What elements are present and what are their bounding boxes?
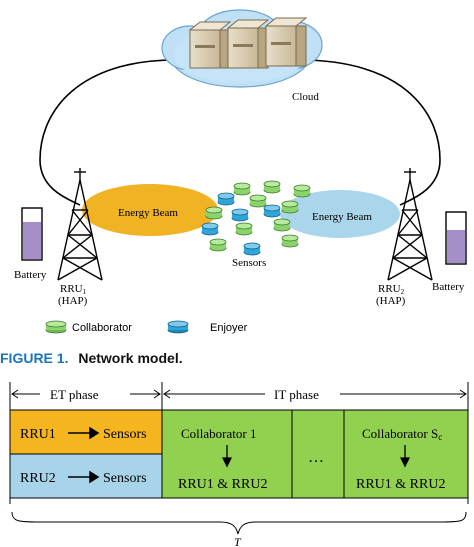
enjoyer-sensor-icon bbox=[243, 242, 261, 256]
collaborator-sensor-icon bbox=[273, 218, 291, 232]
period-label: T bbox=[234, 535, 242, 547]
right-arrow-icon bbox=[68, 426, 100, 440]
legend-enjoyer-label: Enjoyer bbox=[210, 322, 248, 334]
legend-collaborator-label: Collaborator bbox=[72, 322, 132, 334]
enjoyer-sensor-icon bbox=[263, 204, 281, 218]
energy-beam-right-label: Energy Beam bbox=[312, 211, 372, 223]
battery-left-label: Battery bbox=[14, 269, 47, 281]
enjoyer-legend-icon bbox=[167, 320, 189, 334]
rru2-label: RRU2 bbox=[378, 283, 405, 296]
collaborator-sensor-icon bbox=[293, 184, 311, 198]
collabS-cell bbox=[343, 409, 469, 499]
it-phase-arrow bbox=[163, 389, 467, 399]
collaborator-sensor-icon bbox=[281, 234, 299, 248]
collaborator-sensor-icon bbox=[263, 180, 281, 194]
server-icon bbox=[264, 17, 308, 67]
collab1-dest: RRU1 & RRU2 bbox=[178, 477, 267, 492]
battery-icon bbox=[21, 207, 43, 261]
collab1-label: Collaborator 1 bbox=[181, 426, 256, 441]
collaborator-legend-icon bbox=[45, 320, 67, 334]
link-right-curve bbox=[299, 59, 441, 206]
tower-icon bbox=[387, 168, 433, 281]
down-arrow-icon bbox=[221, 445, 233, 468]
ellipsis-cell bbox=[291, 409, 345, 499]
right-arrow-icon bbox=[68, 470, 100, 484]
server-icon bbox=[226, 19, 270, 69]
sensors-label: Sensors bbox=[232, 257, 266, 269]
et-phase-arrow bbox=[11, 389, 161, 399]
down-arrow-icon bbox=[399, 445, 411, 468]
collabS-label: Collaborator Sc bbox=[362, 426, 442, 442]
energy-beam-left-label: Energy Beam bbox=[118, 207, 178, 219]
battery-icon bbox=[445, 211, 467, 265]
rru1-cell-label: RRU1 bbox=[20, 427, 56, 442]
rru2-hap-label: (HAP) bbox=[376, 295, 406, 307]
enjoyer-sensor-icon bbox=[217, 192, 235, 206]
tower-icon bbox=[57, 168, 103, 281]
it-phase-label: IT phase bbox=[274, 387, 319, 402]
rru2-cell bbox=[9, 453, 163, 499]
collaborator-sensor-icon bbox=[249, 194, 267, 208]
period-brace bbox=[11, 511, 467, 535]
rru2-cell-target: Sensors bbox=[103, 471, 147, 486]
collabS-dest: RRU1 & RRU2 bbox=[356, 477, 445, 492]
collaborator-sensor-icon bbox=[281, 200, 299, 214]
collaborator-sensor-icon bbox=[235, 222, 253, 236]
cloud-label: Cloud bbox=[292, 91, 319, 103]
rru2-cell-label: RRU2 bbox=[20, 471, 56, 486]
sensor-group bbox=[201, 180, 311, 256]
et-phase-label: ET phase bbox=[50, 387, 99, 402]
energy-beam-left bbox=[82, 184, 218, 236]
energy-beam-right bbox=[280, 190, 400, 238]
rru1-cell-target: Sensors bbox=[103, 427, 147, 442]
server-icon bbox=[188, 21, 232, 69]
battery-right-label: Battery bbox=[432, 281, 465, 293]
collaborator-sensor-icon bbox=[205, 206, 223, 220]
link-left-curve bbox=[39, 59, 176, 206]
collaborator-sensor-icon bbox=[209, 238, 227, 252]
figure-caption: FIGURE 1. Network model. bbox=[0, 350, 183, 366]
enjoyer-sensor-icon bbox=[201, 222, 219, 236]
collaborator-sensor-icon bbox=[233, 182, 251, 196]
enjoyer-sensor-icon bbox=[231, 208, 249, 222]
rru1-label: RRU1 bbox=[60, 283, 87, 296]
rru1-hap-label: (HAP) bbox=[58, 295, 88, 307]
ellipsis-label: … bbox=[308, 449, 324, 466]
